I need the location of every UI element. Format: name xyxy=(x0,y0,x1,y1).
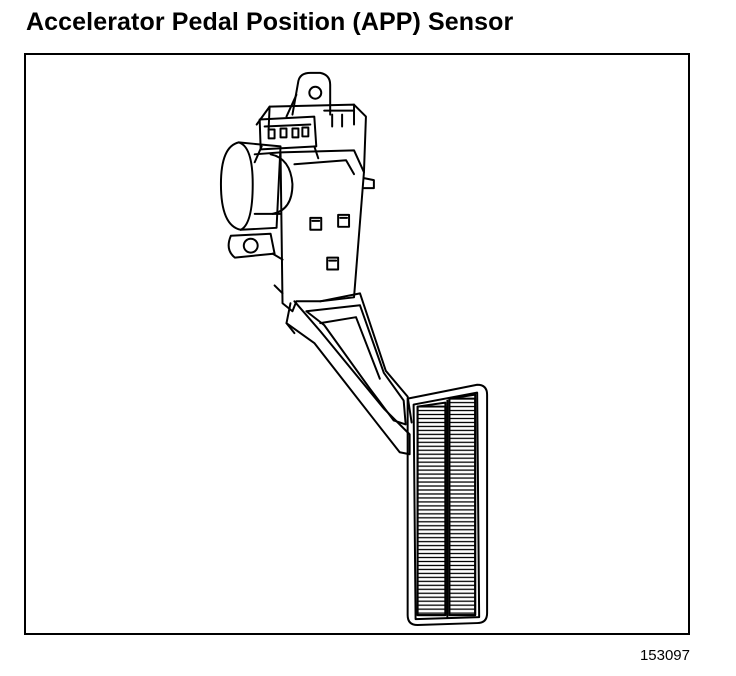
pedal-arm xyxy=(271,149,413,456)
pedal-pad xyxy=(406,383,489,627)
pedal-illustration xyxy=(219,71,489,627)
sensor-ear xyxy=(227,232,276,259)
page-title: Accelerator Pedal Position (APP) Sensor xyxy=(26,8,514,36)
figure-number: 153097 xyxy=(639,647,690,664)
sensor-connector xyxy=(253,115,320,164)
illustration-frame xyxy=(24,53,690,635)
